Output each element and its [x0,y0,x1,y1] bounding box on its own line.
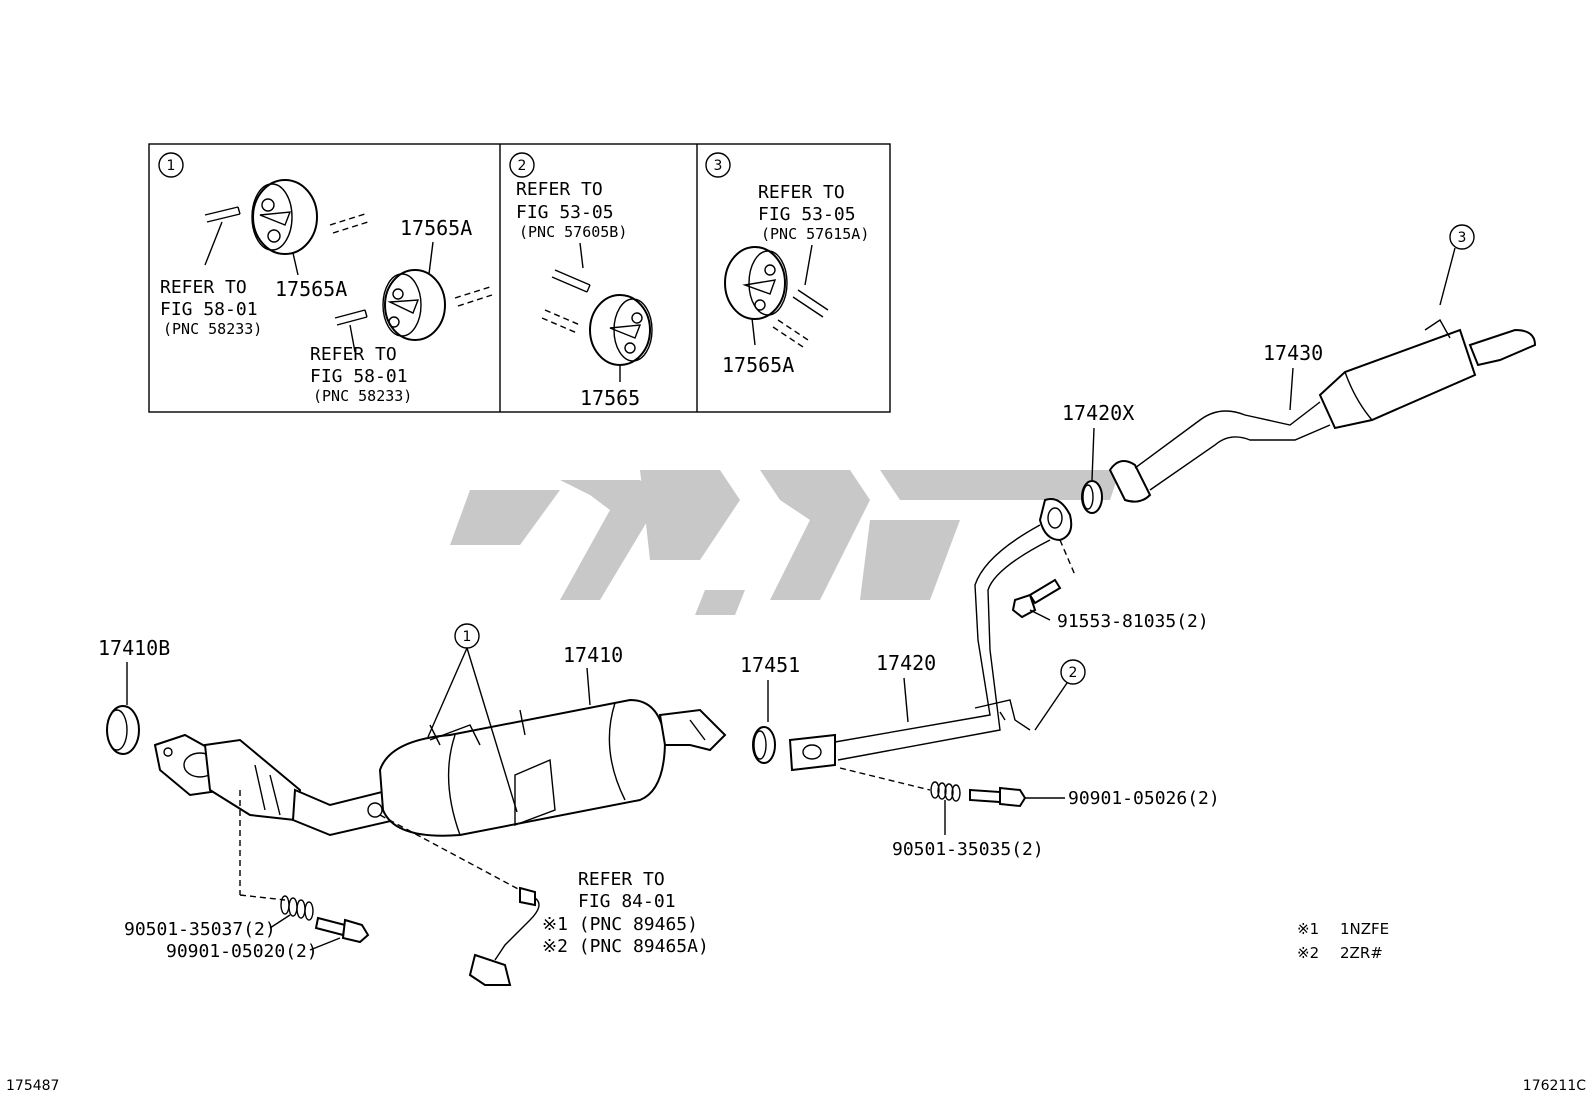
panel3-refer-line2: FIG 53-05 [758,204,856,225]
bolt-90901-05020 [314,916,370,944]
panel-1-marker: 1 [167,158,176,174]
part-17430: 17430 [1263,341,1323,365]
refer-b-line3: (PNC 58233) [313,387,412,405]
sensor-ref-line4: ※2 (PNC 89465A) [542,936,709,957]
gasket-17420X [1081,480,1103,514]
inset-panel-1: 1 REFER TO FIG 58-01 (PNC 58233) 17565A … [158,152,493,405]
part-17420X: 17420X [1062,401,1134,425]
refer-b-line2: FIG 58-01 [310,366,408,387]
callout-3: 3 [1458,230,1467,246]
bolt-91553-81035 [1011,578,1062,619]
inset-panel-2: 2 REFER TO FIG 53-05 (PNC 57605B) 17565 [509,152,653,410]
part-90501-35037: 90501-35037(2) [124,919,276,940]
watermark-logo [450,470,1120,615]
inset-box [148,143,891,413]
panel3-refer-line3: (PNC 57615A) [761,225,869,243]
legend-1-mark: ※1 [1297,920,1319,938]
refer-a-line3: (PNC 58233) [163,320,262,338]
part-17420: 17420 [876,651,936,675]
part-17410: 17410 [563,643,623,667]
panel2-refer-line1: REFER TO [516,179,603,200]
legend-1-text: 1NZFE [1340,920,1389,938]
panel3-refer-line1: REFER TO [758,182,845,203]
corner-code-right: 176211C [1523,1078,1586,1094]
panel-3-marker: 3 [714,158,723,174]
rubber-hanger-top [251,179,318,255]
panel2-refer-line2: FIG 53-05 [516,202,614,223]
rear-muffler-section: 17420X 17430 3 [1062,224,1537,514]
spring-90501-35035 [930,781,961,802]
callout-1: 1 [463,629,472,645]
front-exhaust-section: 17410B 1 17410 [98,623,727,986]
sensor-ref-line2: FIG 84-01 [578,891,676,912]
center-pipe-section: 17451 17420 2 [740,498,1220,860]
panel-2-marker: 2 [518,158,527,174]
callout-2: 2 [1069,665,1078,681]
bolt-90901-05026 [969,786,1027,808]
part-90901-05020: 90901-05020(2) [166,941,318,962]
spring-90501-35037 [280,895,314,921]
legend: ※1 1NZFE ※2 2ZR# [1297,920,1389,962]
panel2-refer-line3: (PNC 57605B) [519,223,627,241]
sensor-ref-line3: ※1 (PNC 89465) [542,914,698,935]
legend-2-text: 2ZR# [1340,944,1383,962]
refer-a-line1: REFER TO [160,277,247,298]
corner-code-left: 175487 [6,1078,59,1094]
rubber-hanger-panel3 [724,246,788,320]
part-91553-81035: 91553-81035(2) [1057,611,1209,632]
sensor-ref-line1: REFER TO [578,869,665,890]
inset-panel-3: 3 REFER TO FIG 53-05 (PNC 57615A) 17565A [705,152,869,377]
part-17565A-right: 17565A [400,216,472,240]
panel2-part: 17565 [580,386,640,410]
gasket-17451 [752,726,776,764]
part-17410B: 17410B [98,636,170,660]
oxygen-sensor [468,886,540,986]
panel3-part: 17565A [722,353,794,377]
part-90901-05026: 90901-05026(2) [1068,788,1220,809]
legend-2-mark: ※2 [1297,944,1319,962]
refer-a-line2: FIG 58-01 [160,299,258,320]
part-17451: 17451 [740,653,800,677]
gasket-17410B [106,705,140,755]
rubber-hanger-panel2 [589,294,653,366]
part-90501-35035: 90501-35035(2) [892,839,1044,860]
refer-b-line1: REFER TO [310,344,397,365]
rubber-hanger-right [382,269,446,341]
part-17565A-top: 17565A [275,277,347,301]
